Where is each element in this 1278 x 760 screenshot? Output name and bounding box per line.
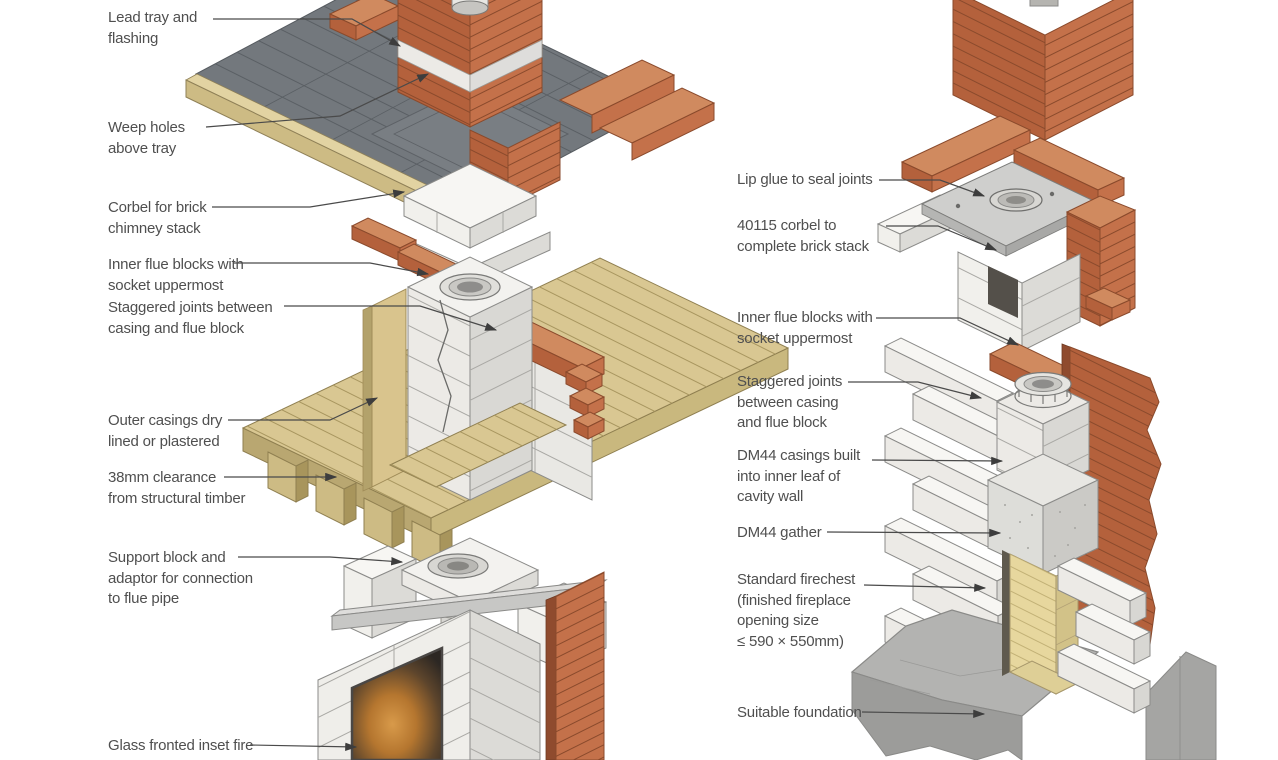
firechest-blockwork — [317, 609, 541, 760]
flue-collar — [989, 188, 1043, 212]
brick-chimney-stack — [397, 0, 561, 207]
loose-bricks — [350, 217, 458, 286]
leader-line — [826, 528, 1002, 538]
firechest-surround-blocks — [1056, 557, 1152, 714]
label-inner-flue-blocks-right: Inner flue blocks with socket uppermost — [737, 309, 873, 347]
floorboards-front-strip — [388, 402, 568, 488]
leader-line — [876, 317, 1020, 346]
right-exploded-diagram — [850, 0, 1217, 760]
leader-line — [249, 742, 358, 751]
leader-line — [212, 189, 406, 208]
label-lead-tray-flashing: Lead tray and flashing — [108, 9, 198, 47]
label-outer-casings: Outer casings dry lined or plastered — [108, 412, 223, 450]
leader-line — [213, 18, 402, 47]
label-glass-fronted-fire: Glass fronted inset fire — [108, 737, 254, 754]
foundation-slab — [850, 609, 1217, 760]
label-lip-glue: Lip glue to seal joints — [737, 171, 873, 188]
flue-adaptor — [427, 553, 489, 579]
label-weep-holes: Weep holes above tray — [108, 119, 185, 157]
label-staggered-joints-right: Staggered joints between casing and flue… — [737, 373, 843, 432]
corbel-unit — [876, 115, 1137, 352]
left-exploded-diagram — [185, 0, 790, 760]
label-38mm-clearance: 38mm clearance from structural timber — [108, 469, 246, 507]
label-staggered-joints: Staggered joints between casing and flue… — [108, 299, 273, 337]
label-standard-firechest: Standard firechest (finished fireplace o… — [737, 571, 856, 651]
flue-socket — [439, 273, 501, 301]
flue-socket-right — [1014, 371, 1072, 409]
lintel-beam — [330, 579, 608, 631]
chimney-pot — [451, 0, 489, 16]
casing-panel — [362, 288, 407, 492]
leader-line — [886, 225, 998, 251]
leader-line — [205, 73, 430, 128]
brick-pillar — [545, 571, 605, 760]
leader-line — [848, 381, 983, 400]
label-inner-flue-blocks: Inner flue blocks with socket uppermost — [108, 256, 244, 294]
leader-line — [284, 305, 498, 331]
staggered-joint-crack — [437, 299, 452, 433]
dm44-gather-unit — [986, 453, 1100, 575]
label-corbel-brick-stack: Corbel for brick chimney stack — [108, 199, 207, 237]
leader-line — [871, 456, 1004, 466]
leader-line — [879, 179, 986, 197]
label-40115-corbel: 40115 corbel to complete brick stack — [737, 217, 869, 255]
label-dm44-casings: DM44 casings built into inner leaf of ca… — [737, 447, 861, 506]
leader-line — [238, 556, 404, 566]
brick-chimney-stack-right — [952, 0, 1134, 141]
leader-line — [233, 262, 430, 277]
leader-line — [861, 709, 986, 719]
label-dm44-gather: DM44 gather — [737, 524, 822, 541]
label-support-block-adaptor: Support block and adaptor for connection… — [108, 549, 253, 608]
label-suitable-foundation: Suitable foundation — [737, 704, 862, 721]
leader-line — [863, 583, 987, 592]
leader-line — [228, 397, 379, 421]
brick-step-wall — [558, 59, 716, 161]
leader-lines — [205, 18, 1020, 751]
glass-fronted-fire — [350, 646, 444, 760]
